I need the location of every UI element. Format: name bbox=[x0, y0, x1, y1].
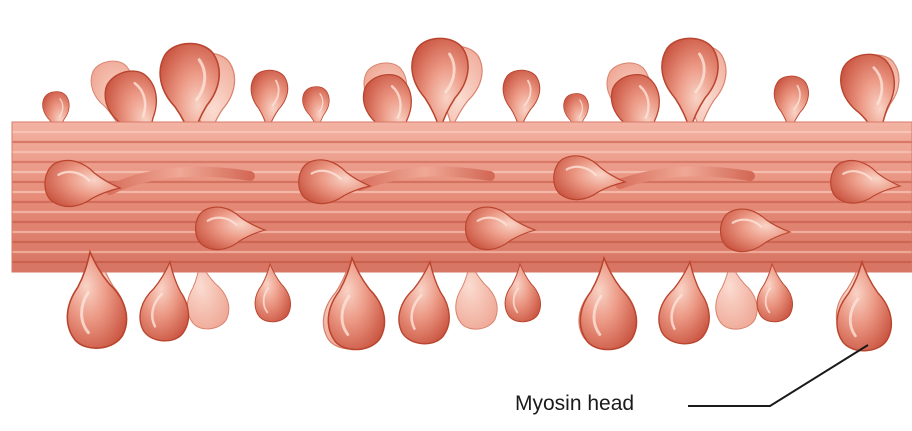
labeled-myosin-head bbox=[835, 261, 892, 352]
myosin-head-label: Myosin head bbox=[515, 392, 634, 416]
label-leader-line bbox=[688, 345, 868, 406]
thick-filament-shaft bbox=[12, 122, 912, 272]
